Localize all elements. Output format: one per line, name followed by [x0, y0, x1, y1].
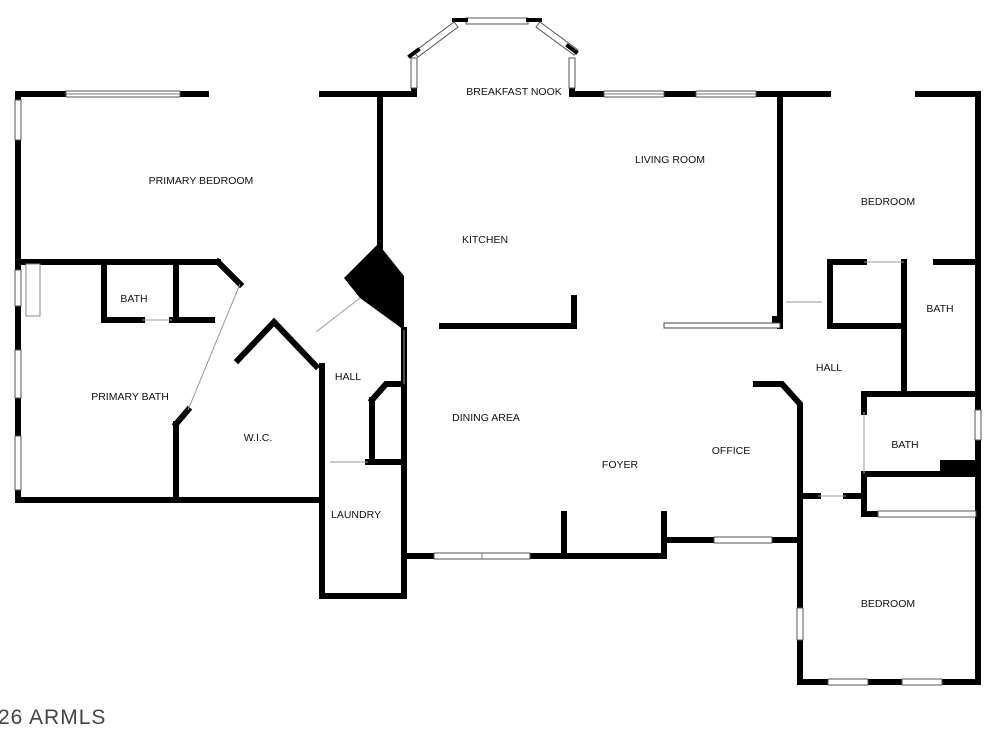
- doors: [142, 261, 904, 497]
- room-label-primary-bath: PRIMARY BATH: [91, 391, 169, 403]
- room-label-bedroom: BEDROOM: [861, 196, 915, 208]
- room-label-bath: BATH: [926, 303, 953, 315]
- room-label-foyer: FOYER: [602, 459, 639, 471]
- room-label-bedroom: BEDROOM: [861, 598, 915, 610]
- room-labels: BREAKFAST NOOK PRIMARY BEDROOM LIVING RO…: [91, 86, 953, 610]
- room-label-breakfast-nook: BREAKFAST NOOK: [466, 86, 562, 98]
- windows: [14, 17, 982, 686]
- walls: [15, 59, 981, 685]
- watermark: 26 ARMLS: [0, 706, 106, 729]
- room-label-hall: HALL: [335, 371, 361, 383]
- room-label-bath: BATH: [891, 439, 918, 451]
- room-label-laundry: LAUNDRY: [331, 509, 381, 521]
- thin-walls: [25, 263, 781, 329]
- room-label-dining-area: DINING AREA: [452, 412, 520, 424]
- room-label-living-room: LIVING ROOM: [635, 154, 705, 166]
- room-label-primary-bedroom: PRIMARY BEDROOM: [149, 175, 254, 187]
- room-label-bath: BATH: [120, 293, 147, 305]
- room-label-kitchen: KITCHEN: [462, 234, 508, 246]
- room-label-wic: W.I.C.: [244, 432, 273, 444]
- solid-fills: [344, 244, 978, 476]
- room-label-office: OFFICE: [712, 445, 751, 457]
- room-label-hall: HALL: [816, 362, 842, 374]
